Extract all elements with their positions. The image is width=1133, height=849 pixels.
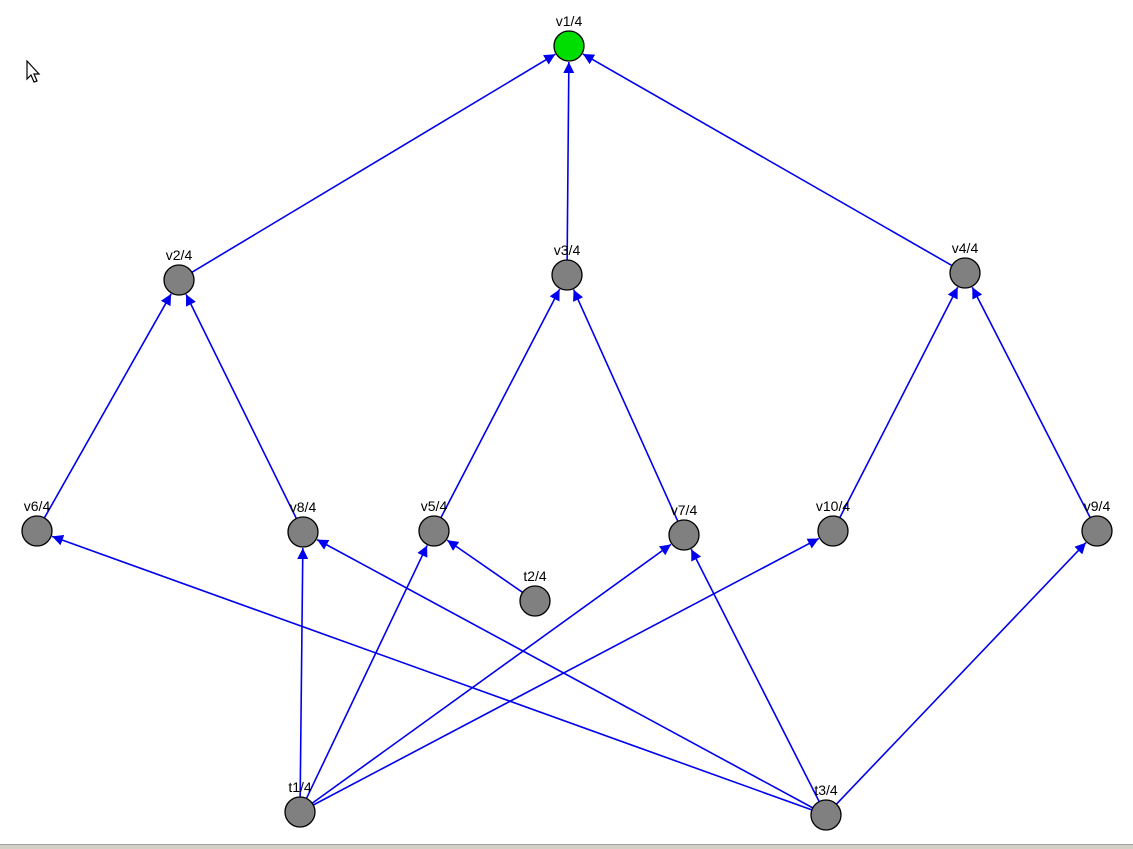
node-label-v1: v1/4 — [556, 13, 583, 29]
node-v10[interactable]: v10/4 — [816, 498, 850, 547]
node-v4[interactable]: v4/4 — [949, 240, 981, 289]
node-t3[interactable]: t3/4 — [810, 782, 842, 831]
node-circle-v4[interactable] — [949, 257, 981, 289]
edge-v3-v1 — [563, 61, 575, 261]
node-label-t3: t3/4 — [814, 782, 838, 798]
edge-t1-v10 — [312, 537, 820, 806]
node-v8[interactable]: v8/4 — [287, 499, 319, 548]
edge-v10-v4 — [839, 286, 959, 519]
node-label-v4: v4/4 — [952, 240, 979, 256]
edge-v2-v1 — [191, 53, 556, 273]
edge-v4-v1 — [582, 53, 953, 267]
edge-t2-v5 — [446, 539, 524, 594]
node-circle-t1[interactable] — [284, 796, 316, 828]
node-v1[interactable]: v1/4 — [553, 13, 585, 62]
node-v5[interactable]: v5/4 — [418, 498, 450, 547]
edge-v7-v3 — [572, 289, 679, 522]
node-label-v2: v2/4 — [166, 247, 193, 263]
edge-t3-v8 — [316, 538, 814, 809]
edge-v8-v2 — [185, 294, 298, 519]
node-label-v6: v6/4 — [24, 498, 51, 514]
window-bottom-edge — [0, 844, 1133, 849]
node-circle-v1[interactable] — [553, 30, 585, 62]
edge-t1-v8 — [297, 547, 309, 798]
node-circle-v7[interactable] — [668, 519, 700, 551]
node-circle-v6[interactable] — [21, 515, 53, 547]
nodes-layer: v1/4 v2/4 v3/4 v4/4 v5/4 v6/4 v7/4 v8/4 v9/4 v10/… — [21, 13, 1113, 831]
node-label-v9: v9/4 — [1084, 498, 1111, 514]
edge-t3-v6 — [51, 534, 813, 811]
edge-t1-v7 — [311, 543, 672, 804]
node-circle-v8[interactable] — [287, 516, 319, 548]
node-circle-t3[interactable] — [810, 799, 842, 831]
node-circle-t2[interactable] — [519, 585, 551, 617]
node-v2[interactable]: v2/4 — [163, 247, 195, 296]
node-label-t2: t2/4 — [523, 568, 547, 584]
node-v3[interactable]: v3/4 — [551, 242, 583, 291]
edges-layer — [43, 53, 1091, 811]
edge-t3-v7 — [690, 548, 820, 802]
edge-t1-v5 — [305, 545, 428, 799]
node-circle-v5[interactable] — [418, 515, 450, 547]
node-label-v10: v10/4 — [816, 498, 850, 514]
mouse-cursor-icon — [26, 60, 41, 83]
node-label-t1: t1/4 — [288, 779, 312, 795]
node-circle-v2[interactable] — [163, 264, 195, 296]
edge-v6-v2 — [43, 293, 172, 519]
node-circle-v10[interactable] — [817, 515, 849, 547]
node-t2[interactable]: t2/4 — [519, 568, 551, 617]
node-circle-v9[interactable] — [1081, 515, 1113, 547]
edge-v5-v3 — [440, 288, 561, 519]
edge-t3-v9 — [835, 542, 1087, 805]
node-v7[interactable]: v7/4 — [668, 502, 700, 551]
node-v9[interactable]: v9/4 — [1081, 498, 1113, 547]
node-circle-v3[interactable] — [551, 259, 583, 291]
node-v6[interactable]: v6/4 — [21, 498, 53, 547]
node-label-v8: v8/4 — [290, 499, 317, 515]
edge-v9-v4 — [971, 286, 1091, 519]
node-t1[interactable]: t1/4 — [284, 779, 316, 828]
node-label-v5: v5/4 — [421, 498, 448, 514]
node-label-v3: v3/4 — [554, 242, 581, 258]
node-label-v7: v7/4 — [671, 502, 698, 518]
